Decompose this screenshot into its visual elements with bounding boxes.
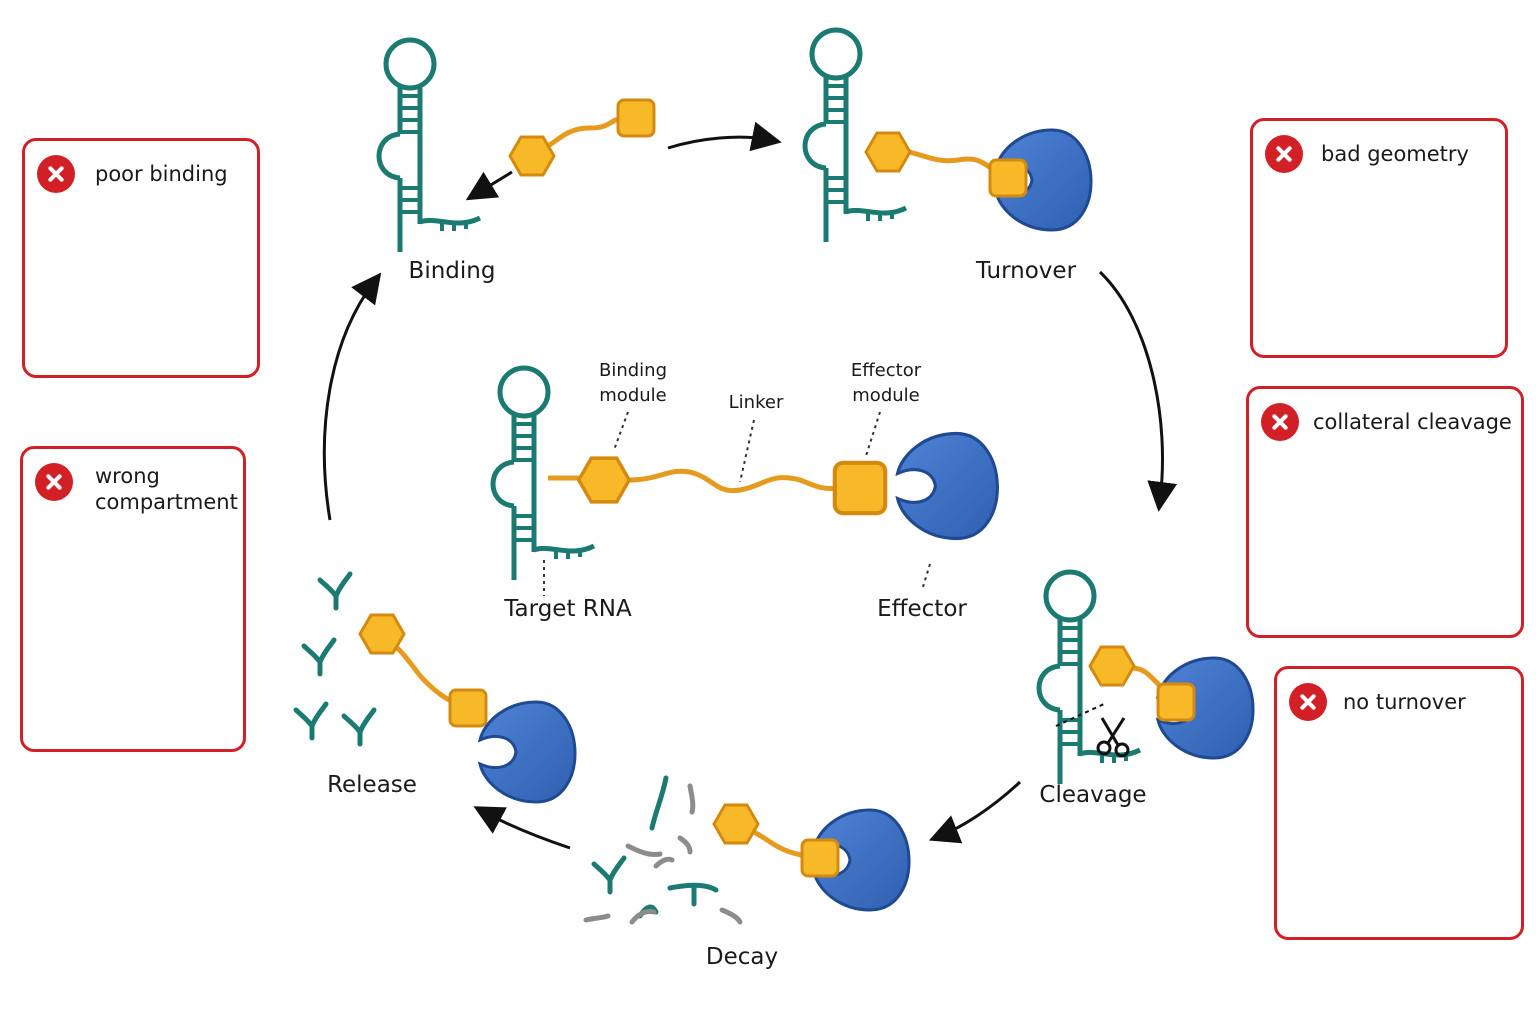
cleavage-stage-illustration bbox=[1039, 572, 1255, 784]
panel-title-bad-geometry: bad geometry bbox=[1321, 142, 1469, 166]
panel-collateral-cleavage: collateral cleavage bbox=[1246, 386, 1524, 638]
error-x-icon bbox=[1289, 683, 1327, 721]
error-x-icon bbox=[35, 463, 73, 501]
callout-effector: Effector bbox=[877, 596, 967, 622]
arrow-cleavage-to-decay bbox=[928, 780, 1022, 844]
callout-binding-module-line2: module bbox=[599, 385, 667, 406]
panel-title-wrong-compartment-line1: wrong bbox=[95, 464, 160, 488]
release-stage-illustration bbox=[296, 574, 577, 804]
binding-stage-illustration bbox=[379, 40, 656, 252]
stage-label-cleavage: Cleavage bbox=[1039, 782, 1147, 808]
scissors-icon bbox=[1096, 717, 1130, 758]
panel-title-wrong-compartment: wrong compartment bbox=[95, 463, 238, 515]
error-x-icon bbox=[1265, 135, 1303, 173]
callout-binding-module: Binding module bbox=[599, 358, 667, 408]
panel-no-turnover: no turnover bbox=[1274, 666, 1524, 940]
callout-effector-module: Effector module bbox=[851, 358, 921, 408]
arrow-release-to-binding bbox=[322, 272, 382, 521]
central-construct bbox=[493, 368, 999, 596]
panel-bad-geometry: bad geometry bbox=[1250, 118, 1508, 358]
callout-effector-module-line1: Effector bbox=[850, 360, 922, 381]
panel-poor-binding: poor binding bbox=[22, 138, 260, 378]
stage-label-binding: Binding bbox=[408, 258, 496, 284]
cycle-arrows bbox=[322, 121, 1178, 850]
stage-label-turnover: Turnover bbox=[975, 258, 1077, 284]
callout-binding-module-line1: Binding bbox=[598, 360, 668, 381]
panel-title-collateral-cleavage: collateral cleavage bbox=[1313, 410, 1512, 434]
turnover-stage-illustration bbox=[805, 30, 1093, 242]
arrow-binding-to-turnover bbox=[667, 121, 782, 152]
decay-stage-illustration bbox=[583, 775, 911, 925]
panel-title-no-turnover: no turnover bbox=[1343, 690, 1466, 714]
stage-label-decay: Decay bbox=[705, 944, 779, 970]
panel-wrong-compartment: wrong compartment bbox=[20, 446, 246, 752]
error-x-icon bbox=[37, 155, 75, 193]
callout-linker: Linker bbox=[728, 392, 784, 413]
arrow-turnover-to-cleavage bbox=[1098, 270, 1178, 512]
callout-effector-module-line2: module bbox=[852, 385, 920, 406]
error-x-icon bbox=[1261, 403, 1299, 441]
callout-target-rna: Target RNA bbox=[504, 596, 632, 622]
arrow-decay-to-release bbox=[473, 806, 571, 850]
panel-title-poor-binding: poor binding bbox=[95, 162, 228, 186]
stage-label-release: Release bbox=[327, 772, 417, 798]
panel-title-wrong-compartment-line2: compartment bbox=[95, 490, 238, 514]
